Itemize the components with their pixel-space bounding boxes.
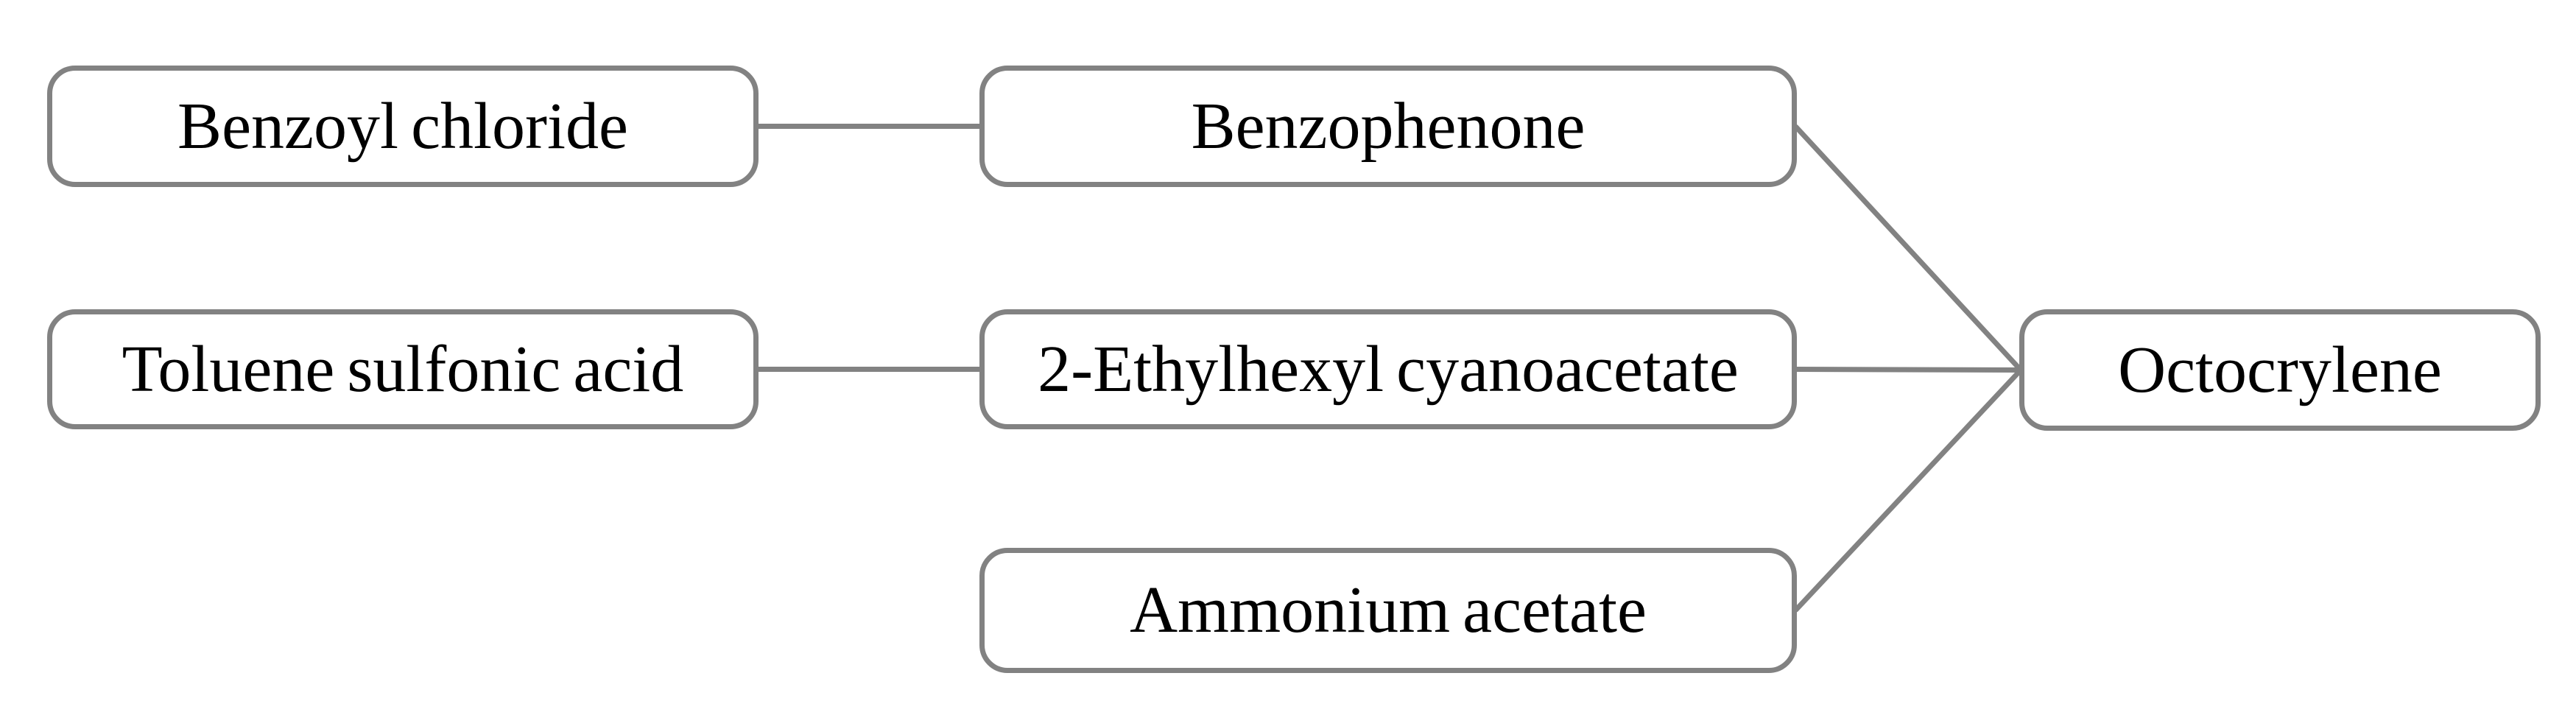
node-benzophenone: Benzophenone bbox=[979, 66, 1797, 187]
connector-benzophenone-to-octocrylene bbox=[1793, 124, 2023, 372]
node-label-toluene-sulfonic-acid: Toluene sulfonic acid bbox=[122, 332, 684, 406]
node-ethylhexyl-cyanoacetate: 2-Ethylhexyl cyanoacetate bbox=[979, 309, 1797, 429]
node-ammonium-acetate: Ammonium acetate bbox=[979, 548, 1797, 673]
node-label-ethylhexyl-cyanoacetate: 2-Ethylhexyl cyanoacetate bbox=[1038, 332, 1739, 406]
node-label-benzophenone: Benzophenone bbox=[1191, 89, 1586, 163]
node-label-octocrylene: Octocrylene bbox=[2118, 333, 2442, 406]
node-label-benzoyl-chloride: Benzoyl chloride bbox=[177, 89, 628, 163]
node-benzoyl-chloride: Benzoyl chloride bbox=[47, 66, 759, 187]
node-toluene-sulfonic-acid: Toluene sulfonic acid bbox=[47, 309, 759, 429]
node-octocrylene: Octocrylene bbox=[2019, 309, 2541, 431]
node-label-ammonium-acetate: Ammonium acetate bbox=[1130, 574, 1647, 647]
connector-ammonium-acetate-to-octocrylene bbox=[1793, 368, 2023, 613]
